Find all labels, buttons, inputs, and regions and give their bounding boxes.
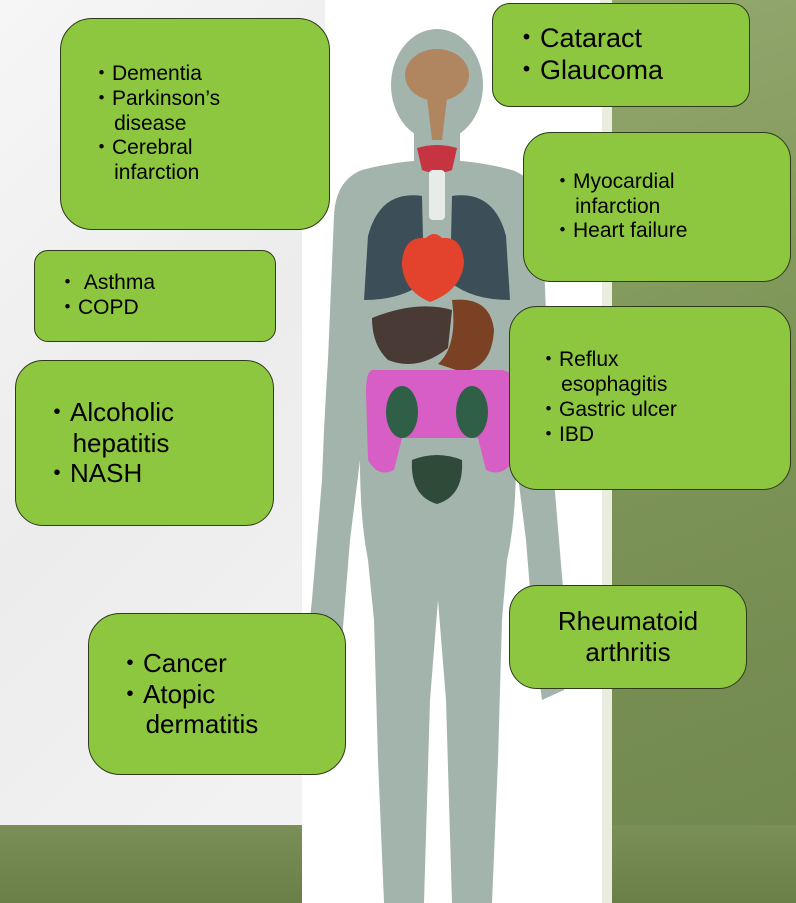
box-line: infarction [91, 161, 329, 186]
box-line: dermatitis [117, 709, 345, 740]
disease-box-joint: Rheumatoid arthritis [509, 585, 747, 689]
kidney-left-icon [386, 386, 418, 438]
box-line: esophagitis [538, 373, 790, 398]
box-line: ・Parkinson’s [91, 87, 329, 112]
trachea-icon [429, 170, 445, 220]
disease-box-lung: ・ Asthma ・COPD [34, 250, 276, 342]
box-line: ・Heart failure [552, 219, 790, 244]
box-line: ・Dementia [91, 62, 329, 87]
brain-icon [405, 49, 469, 101]
kidney-right-icon [456, 386, 488, 438]
box-line: ・Myocardial [552, 170, 790, 195]
box-line: ・Reflux [538, 348, 790, 373]
box-line: ・Gastric ulcer [538, 398, 790, 423]
box-line: ・Cancer [117, 648, 345, 679]
box-line: ・ Asthma [57, 271, 275, 296]
box-line: ・NASH [44, 458, 273, 489]
disease-box-eye: ・Cataract ・Glaucoma [492, 3, 750, 107]
box-line: ・Glaucoma [513, 55, 749, 87]
disease-box-liver: ・Alcoholic hepatitis ・NASH [15, 360, 274, 526]
box-line: infarction [552, 195, 790, 220]
organs [364, 49, 516, 504]
disease-box-skin: ・Cancer ・Atopic dermatitis [88, 613, 346, 775]
disease-box-gut: ・Reflux esophagitis ・Gastric ulcer ・IBD [509, 306, 791, 490]
box-line: ・Cerebral [91, 136, 329, 161]
box-line: disease [91, 112, 329, 137]
disease-box-brain: ・Dementia ・Parkinson’s disease ・Cerebral… [60, 18, 330, 230]
box-line: ・Alcoholic [44, 397, 273, 428]
thyroid-icon [417, 145, 457, 173]
box-line: ・COPD [57, 296, 275, 321]
box-line: hepatitis [44, 428, 273, 459]
disease-box-heart: ・Myocardial infarction ・Heart failure [523, 132, 791, 282]
box-line: ・Atopic [117, 679, 345, 710]
box-line: ・IBD [538, 423, 790, 448]
box-line: Rheumatoid [558, 606, 698, 637]
box-line: ・Cataract [513, 23, 749, 55]
box-line: arthritis [585, 637, 670, 668]
